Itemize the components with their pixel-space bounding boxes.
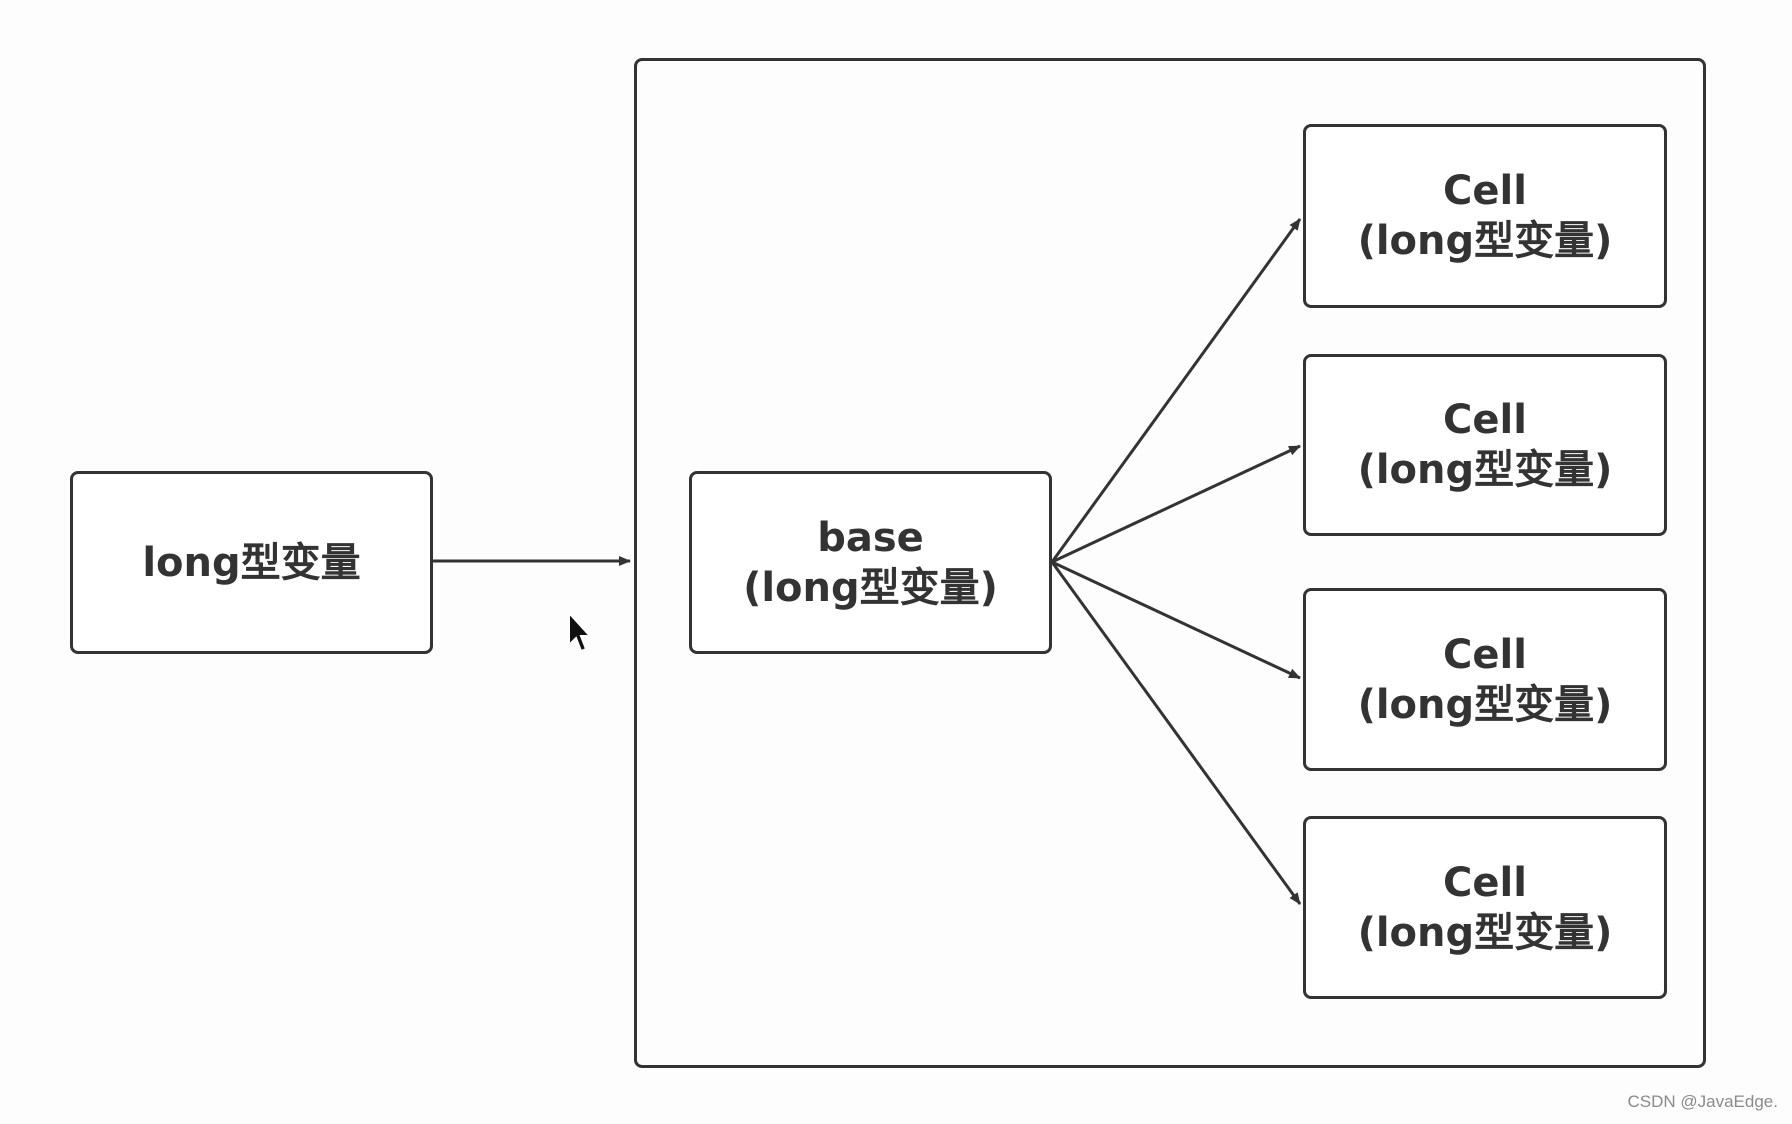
watermark-text: CSDN @JavaEdge.: [1627, 1092, 1779, 1111]
source-node: long型变量: [70, 471, 433, 654]
source-node-label: long型变量: [142, 539, 361, 586]
base-node-type: (long型变量): [743, 564, 998, 611]
base-node: base (long型变量): [689, 471, 1052, 654]
mouse-cursor-icon: [568, 611, 593, 653]
cell-node-3: Cell (long型变量): [1303, 588, 1667, 771]
cell-node-type: (long型变量): [1357, 218, 1613, 264]
cell-node-type: (long型变量): [1357, 447, 1613, 493]
container-box: [634, 58, 1706, 1068]
cell-node-name: Cell: [1443, 859, 1527, 906]
cell-node-name: Cell: [1443, 168, 1527, 214]
cell-node-4: Cell (long型变量): [1303, 816, 1667, 999]
cell-node-type: (long型变量): [1357, 681, 1613, 728]
cell-node-name: Cell: [1443, 631, 1527, 678]
cell-node-2: Cell (long型变量): [1303, 354, 1667, 536]
cell-node-type: (long型变量): [1357, 909, 1613, 956]
cell-node-name: Cell: [1443, 397, 1527, 443]
base-node-name: base: [817, 514, 924, 561]
cell-node-1: Cell (long型变量): [1303, 124, 1667, 308]
